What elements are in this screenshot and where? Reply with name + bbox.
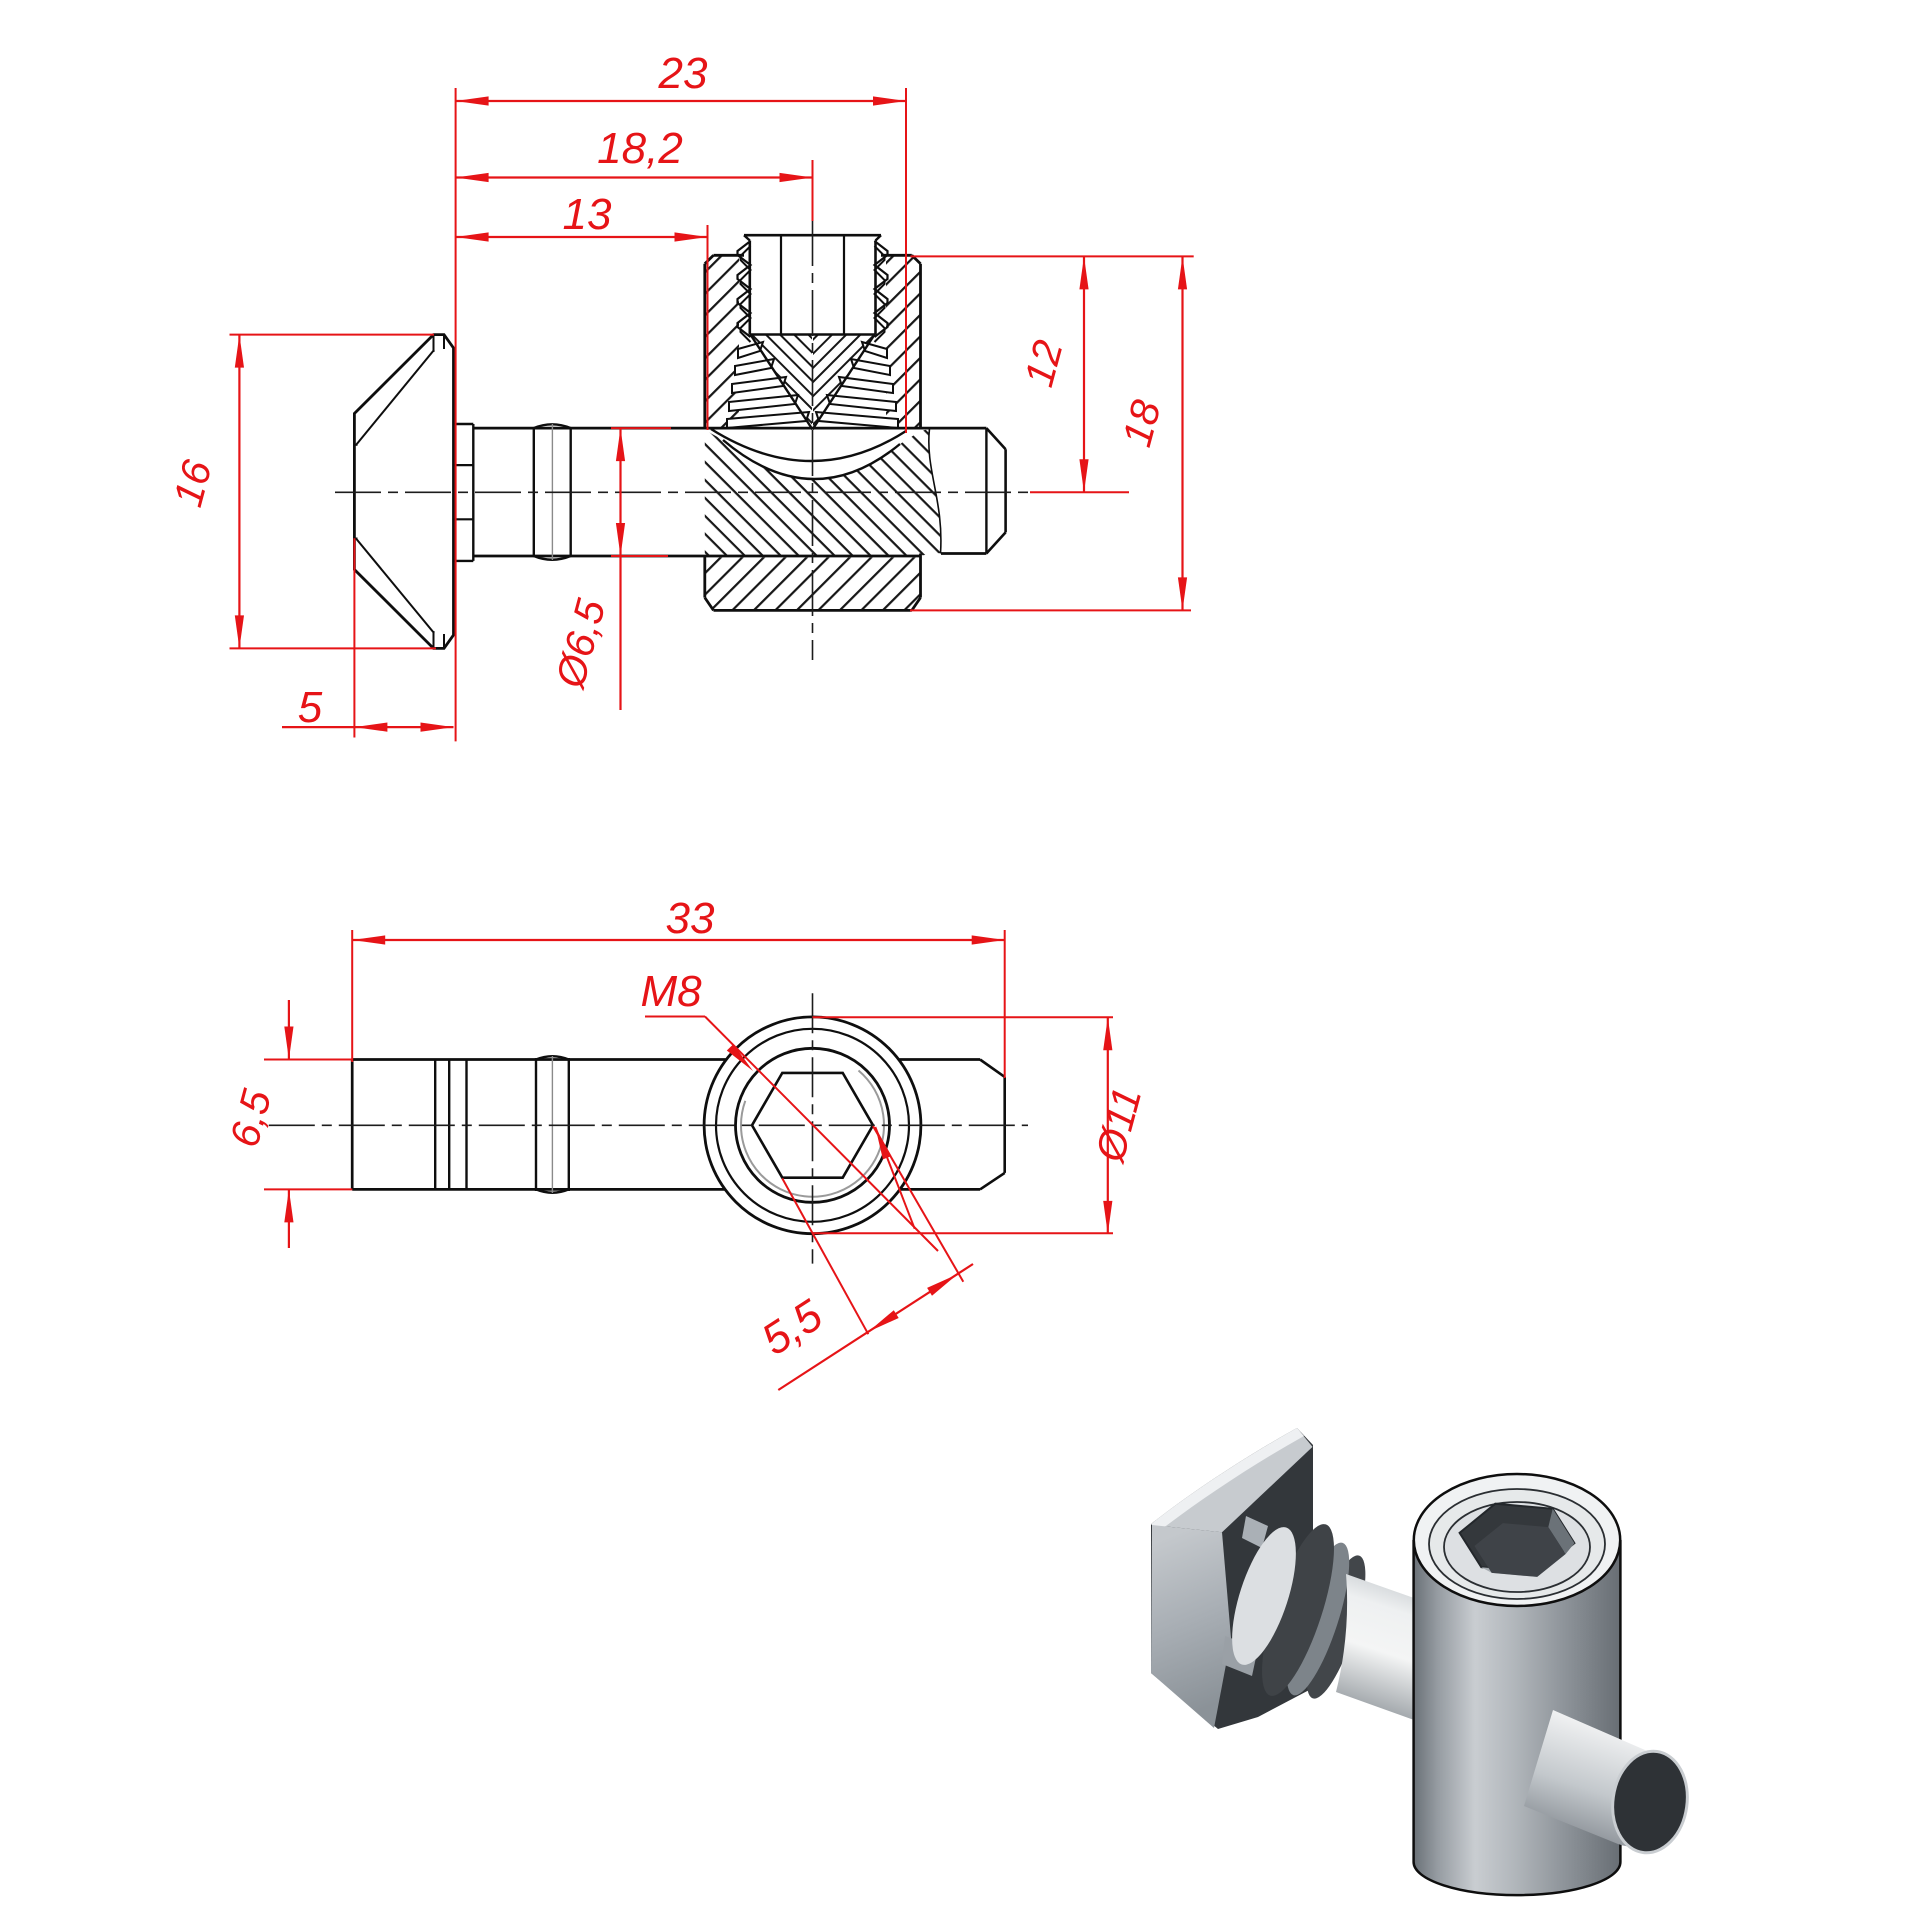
svg-text:13: 13 (563, 190, 612, 239)
svg-text:23: 23 (658, 49, 708, 98)
svg-text:5: 5 (298, 683, 323, 732)
svg-text:18,2: 18,2 (597, 124, 683, 173)
svg-text:33: 33 (666, 894, 715, 943)
svg-text:M8: M8 (640, 967, 702, 1016)
